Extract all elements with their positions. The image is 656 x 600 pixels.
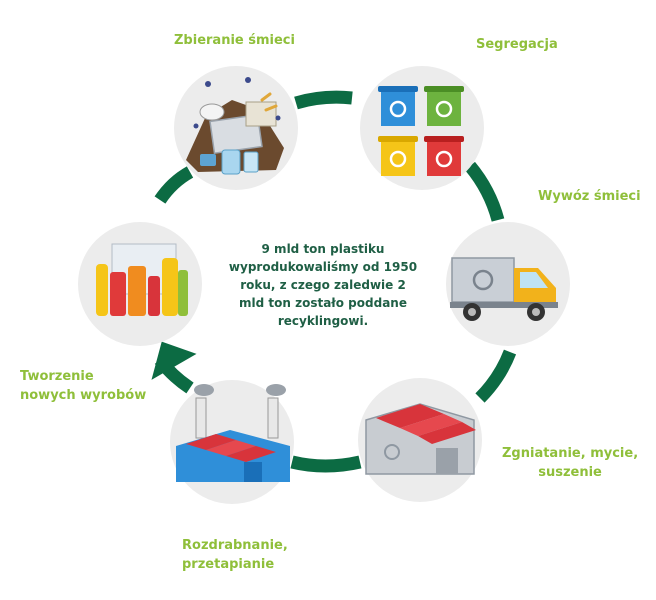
recycling-bins-icon	[360, 66, 484, 190]
stage-label-line: Segregacja	[476, 37, 558, 52]
stage-label-transport: Wywóz śmieci	[538, 187, 641, 206]
ring-segment-right	[475, 349, 517, 403]
stage-label-line: Zbieranie śmieci	[174, 33, 295, 48]
stage-label-line: Tworzenie	[20, 369, 94, 384]
products-icon	[78, 222, 202, 346]
stage-label-new-products: Tworzenie nowych wyrobów	[20, 367, 146, 405]
ring-segment-top	[294, 90, 353, 110]
ring-segment-bottom	[290, 455, 362, 473]
stage-label-washing: Zgniatanie, mycie, suszenie	[502, 444, 638, 482]
ring-segment-left	[154, 166, 194, 204]
garbage-truck-icon	[446, 222, 570, 346]
warehouse-icon	[358, 378, 482, 502]
stage-label-segregation: Segregacja	[476, 35, 558, 54]
stage-label-collection: Zbieranie śmieci	[174, 31, 295, 50]
stage-label-line: nowych wyrobów	[20, 388, 147, 403]
garbage-pile-icon	[174, 66, 298, 190]
cycle-ring	[154, 90, 517, 473]
stage-label-melting: Rozdrabnanie, przetapianie	[182, 536, 288, 574]
ring-segment-top-right	[464, 161, 505, 222]
stage-label-line: Zgniatanie, mycie,	[502, 446, 639, 461]
stage-label-line: przetapianie	[182, 557, 275, 572]
stage-label-line: Rozdrabnanie,	[182, 538, 288, 553]
factory-icon	[170, 380, 294, 504]
stage-label-line: Wywóz śmieci	[538, 189, 641, 204]
center-fact-text: 9 mld ton plastiku wyprodukowaliśmy od 1…	[228, 242, 418, 328]
stage-label-line: suszenie	[538, 465, 602, 480]
cycle-arrow-icon	[151, 341, 197, 380]
